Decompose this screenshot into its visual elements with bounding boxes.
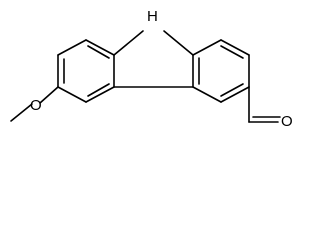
aldehyde-oxygen-label: O [281, 113, 293, 130]
bond [220, 45, 244, 59]
bond [57, 86, 87, 103]
bond [10, 103, 33, 122]
bond-lines [10, 30, 281, 123]
bond [192, 86, 222, 103]
bond [220, 86, 250, 103]
bond [87, 45, 110, 59]
chemical-structure: H O O [10, 8, 293, 130]
bond [113, 30, 144, 56]
atom-labels: H O O [30, 8, 293, 130]
bond [85, 86, 115, 103]
methoxy-oxygen-label: O [30, 97, 42, 114]
bond [57, 39, 87, 56]
bond [220, 39, 250, 56]
bond [85, 39, 115, 56]
bond [192, 39, 222, 56]
bond [163, 30, 194, 56]
bond [220, 83, 244, 97]
bond [39, 86, 59, 104]
bond [87, 83, 110, 97]
nitrogen-hydrogen-label: H [147, 8, 158, 25]
